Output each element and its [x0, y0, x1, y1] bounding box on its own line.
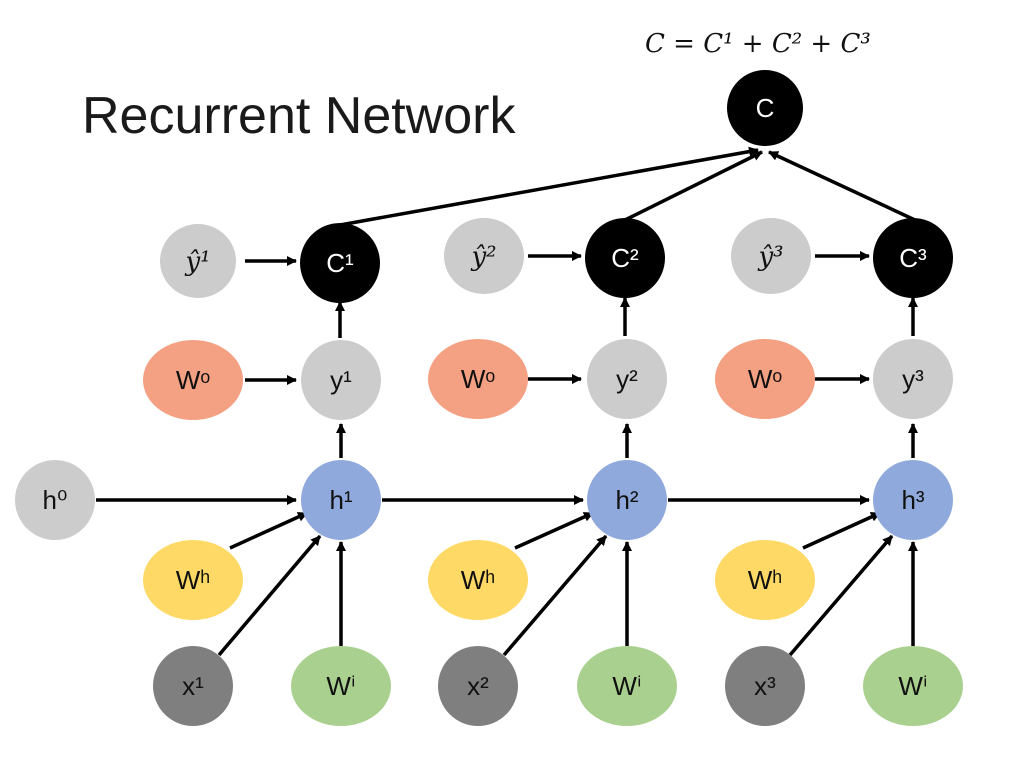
edge-c2-to-c [624, 150, 763, 222]
node-x2: x² [438, 646, 518, 726]
node-c1-label: C¹ [326, 248, 354, 278]
edge-c1-to-c [339, 146, 759, 227]
node-yhat2-label: ŷ² [470, 242, 496, 272]
node-y2-label: y² [616, 364, 638, 394]
node-wh1-label: Wʰ [176, 565, 211, 595]
diagram-title: Recurrent Network [82, 87, 516, 145]
cost-formula: C = C¹ + C² + C³ [645, 29, 871, 59]
node-c3: C³ [873, 218, 953, 298]
node-yhat2: ŷ² [444, 218, 524, 294]
node-h2-label: h² [615, 485, 638, 515]
node-c: C [727, 70, 803, 146]
node-y2: y² [587, 339, 667, 419]
node-wh2-label: Wʰ [461, 565, 496, 595]
node-h2: h² [587, 460, 667, 540]
node-x1-label: x¹ [182, 671, 204, 701]
edge-c3-to-c [768, 150, 916, 222]
node-yhat3-label: ŷ³ [757, 242, 783, 272]
node-wi3: Wⁱ [863, 646, 963, 726]
node-h0: h⁰ [15, 460, 95, 540]
node-yhat3: ŷ³ [731, 218, 811, 294]
node-wi2: Wⁱ [577, 646, 677, 726]
node-c2-label: C² [611, 243, 639, 273]
edge-wh1-to-h1 [229, 511, 308, 550]
node-y1: y¹ [301, 340, 381, 420]
node-wo1: Wᵒ [143, 340, 243, 420]
node-wh3-label: Wʰ [748, 565, 783, 595]
node-wi3-label: Wⁱ [898, 671, 927, 701]
edge-wh3-to-h3 [802, 511, 881, 550]
node-x2-label: x² [467, 671, 489, 701]
node-wo3: Wᵒ [715, 339, 815, 419]
node-h0-label: h⁰ [43, 485, 68, 515]
node-x3: x³ [725, 646, 805, 726]
node-c3-label: C³ [899, 243, 927, 273]
node-wh1: Wʰ [143, 540, 243, 620]
node-h3: h³ [873, 460, 953, 540]
node-wh3: Wʰ [715, 540, 815, 620]
node-wo3-label: Wᵒ [748, 364, 783, 394]
node-h3-label: h³ [901, 485, 924, 515]
node-wi1-label: Wⁱ [326, 671, 355, 701]
edges [96, 146, 918, 657]
node-x3-label: x³ [754, 671, 776, 701]
node-c2: C² [585, 218, 665, 298]
node-h1-label: h¹ [329, 485, 352, 515]
node-wi1: Wⁱ [291, 646, 391, 726]
edge-x1-to-h1 [217, 534, 322, 657]
node-wi2-label: Wⁱ [612, 671, 641, 701]
node-wo1-label: Wᵒ [176, 365, 211, 395]
node-y1-label: y¹ [330, 365, 352, 395]
node-wo2-label: Wᵒ [461, 364, 496, 394]
node-y3: y³ [873, 339, 953, 419]
node-h1: h¹ [301, 460, 381, 540]
node-wo2: Wᵒ [428, 339, 528, 419]
node-c1: C¹ [300, 223, 380, 303]
edge-wh2-to-h2 [514, 511, 594, 550]
edge-x2-to-h2 [502, 534, 608, 657]
node-y3-label: y³ [902, 364, 924, 394]
node-x1: x¹ [153, 646, 233, 726]
node-wh2: Wʰ [428, 540, 528, 620]
edge-x3-to-h3 [788, 534, 894, 657]
node-yhat1-label: ŷ¹ [184, 247, 210, 277]
nodes: C ŷ¹ C¹ ŷ² C² ŷ³ C³ Wᵒ [15, 70, 963, 726]
node-c-label: C [756, 93, 775, 123]
node-yhat1: ŷ¹ [160, 224, 236, 298]
